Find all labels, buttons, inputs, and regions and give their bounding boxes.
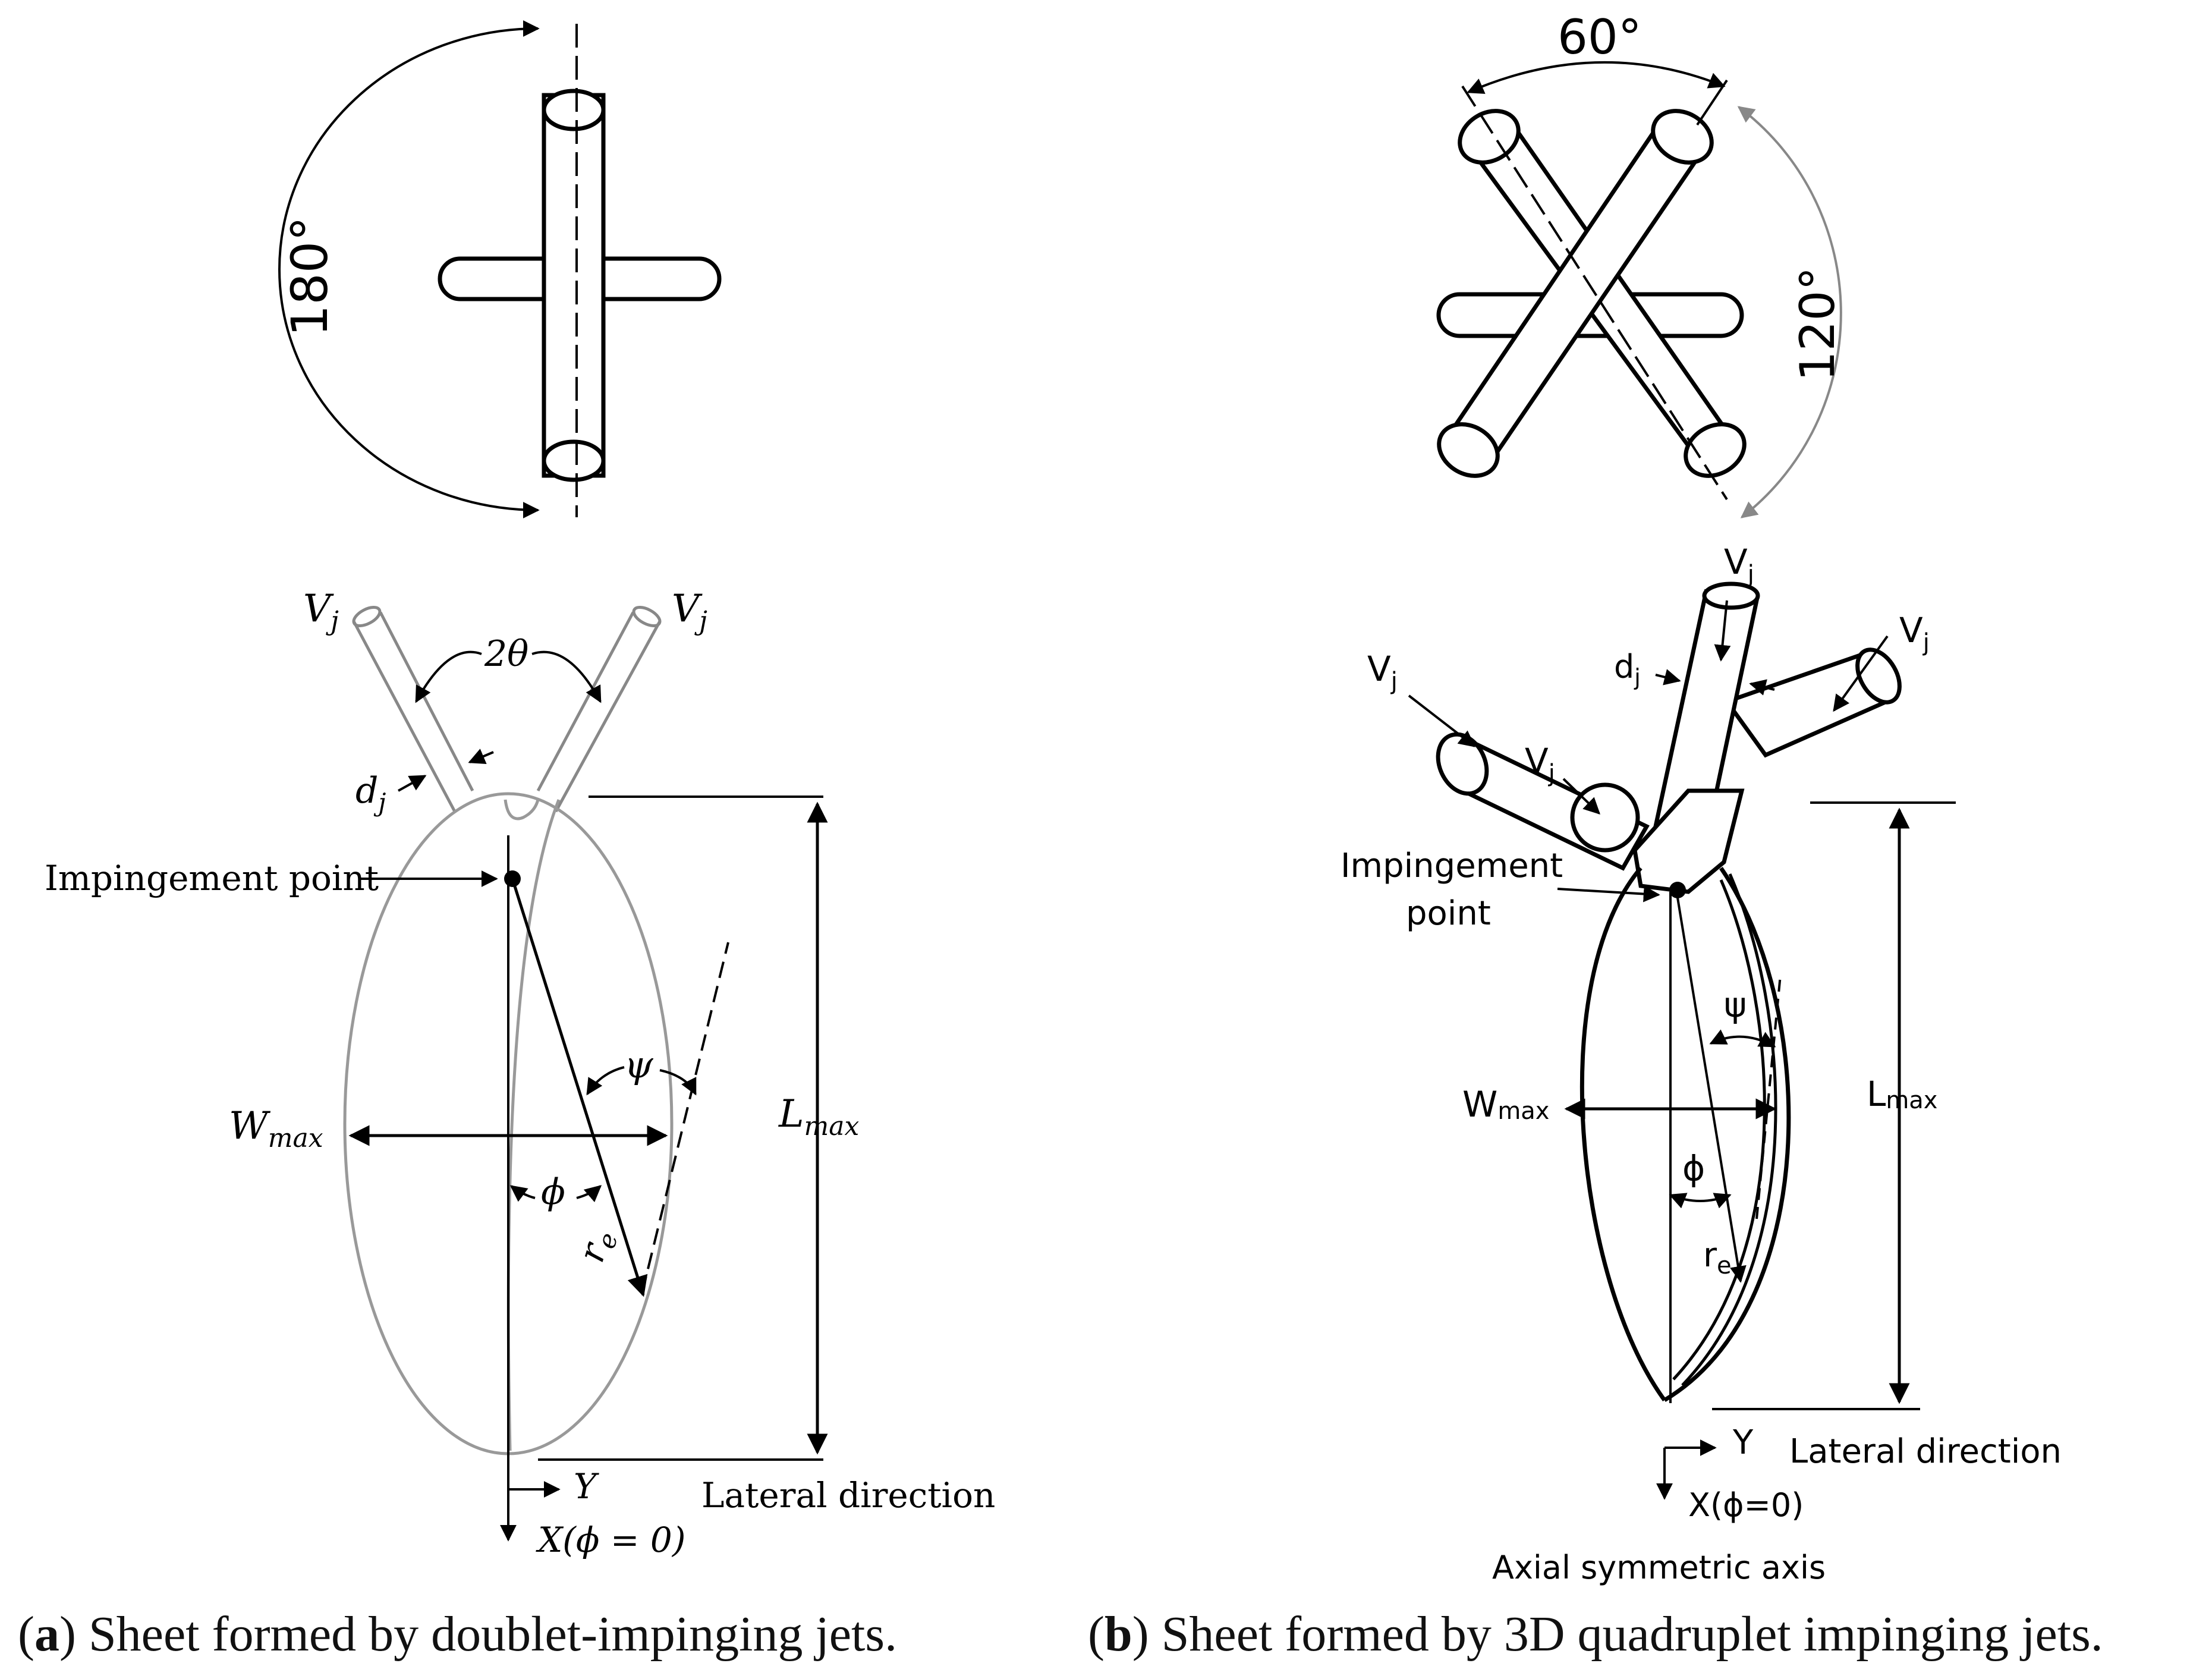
liquid-sheet-b <box>1579 866 1791 1403</box>
impingement-label-a: Impingement point <box>45 858 379 898</box>
panel-b: 60° 120° Vj Vj Vj Vj dj <box>1341 10 2062 1586</box>
angle-arc-2theta <box>416 650 600 702</box>
impingement-arrow-b <box>1557 885 1660 903</box>
lateral-direction-label-b: Lateral direction <box>1789 1432 2062 1471</box>
lateral-direction-label-a: Lateral direction <box>701 1475 995 1515</box>
axial-symmetric-axis-label: Axial symmetric axis <box>1492 1549 1826 1586</box>
re-label-a: re <box>571 1225 624 1269</box>
vj-label-right: Vj <box>1899 610 1930 656</box>
angle-arc-60 <box>1467 61 1726 94</box>
caption-a-text: Sheet formed by doublet-impinging jets. <box>88 1606 898 1662</box>
impingement-label-b2: point <box>1406 894 1491 933</box>
vj-left-label: Vj <box>303 587 339 636</box>
y-axis-label-b: Y <box>1732 1423 1754 1462</box>
dj-label: dj <box>355 770 386 817</box>
psi-arc-b <box>1709 1029 1776 1048</box>
angle-label-180: 180° <box>281 216 339 337</box>
wmax-label-b: Wmax <box>1462 1084 1549 1125</box>
psi-arc-a <box>587 1066 696 1094</box>
caption-b-text: Sheet formed by 3D quadruplet impinging … <box>1161 1606 2103 1662</box>
phi-label-b: ϕ <box>1682 1148 1705 1188</box>
vj-label-left: Vj <box>1367 649 1398 695</box>
psi-label-a: ψ <box>624 1043 654 1086</box>
angle-arc-120 <box>1737 106 1842 518</box>
impingement-label-b1: Impingement <box>1341 847 1563 885</box>
two-theta-label: 2θ <box>484 633 528 675</box>
vj-label-top: Vj <box>1724 542 1754 588</box>
re-vector-a <box>511 878 648 1297</box>
panel-a: 180° Vj Vj 2θ dj Impingement point re <box>45 20 995 1560</box>
caption-b: (b) Sheet formed by 3D quadruplet imping… <box>1088 1606 2103 1662</box>
quadruplet-jets-3d <box>1436 581 1902 894</box>
vj-arrow-left <box>1408 694 1476 747</box>
phi-label-a: ϕ <box>541 1171 565 1213</box>
tangent-line-b <box>1755 974 1782 1219</box>
angle-label-120: 120° <box>1790 267 1845 382</box>
y-axis-label-a: Y <box>574 1466 599 1507</box>
tangent-line-a <box>641 942 729 1294</box>
caption-a-letter: a <box>34 1606 59 1662</box>
vj-right-label: Vj <box>672 587 707 636</box>
lmax-label-a: Lmax <box>778 1092 859 1142</box>
lmax-label-b: Lmax <box>1867 1074 1937 1114</box>
vj-arrow-right <box>1833 635 1889 712</box>
dj-label-b: dj <box>1614 648 1641 690</box>
re-vector-b <box>1676 897 1747 1283</box>
wmax-label-a: Wmax <box>229 1104 323 1153</box>
doublet-injector-top-view <box>438 24 722 517</box>
dj-arrow-right <box>468 749 494 765</box>
re-label-b: re <box>1703 1236 1732 1279</box>
dj-arrow-left-b <box>1655 669 1681 686</box>
angle-label-60: 60° <box>1557 10 1642 65</box>
caption-b-letter: b <box>1104 1606 1132 1662</box>
quadruplet-injector-top-view <box>1436 79 1747 501</box>
angle-arc-180 <box>278 20 540 518</box>
vj-arrow-inner <box>1562 778 1601 815</box>
impingement-point-b <box>1669 882 1686 898</box>
phi-arc-b <box>1669 1193 1732 1209</box>
vj-arrow-top <box>1714 600 1731 662</box>
x-axis-label-b: X(ϕ=0) <box>1688 1486 1804 1524</box>
vj-label-inner: Vj <box>1525 741 1555 787</box>
psi-label-b: ψ <box>1724 985 1747 1025</box>
dj-arrow-left <box>398 775 427 792</box>
x-axis-label-a: X(ϕ = 0) <box>536 1520 685 1560</box>
caption-a: (a) Sheet formed by doublet-impinging je… <box>18 1606 898 1662</box>
dj-arrow-right-b <box>1749 679 1775 696</box>
phi-arc-a <box>511 1186 600 1198</box>
